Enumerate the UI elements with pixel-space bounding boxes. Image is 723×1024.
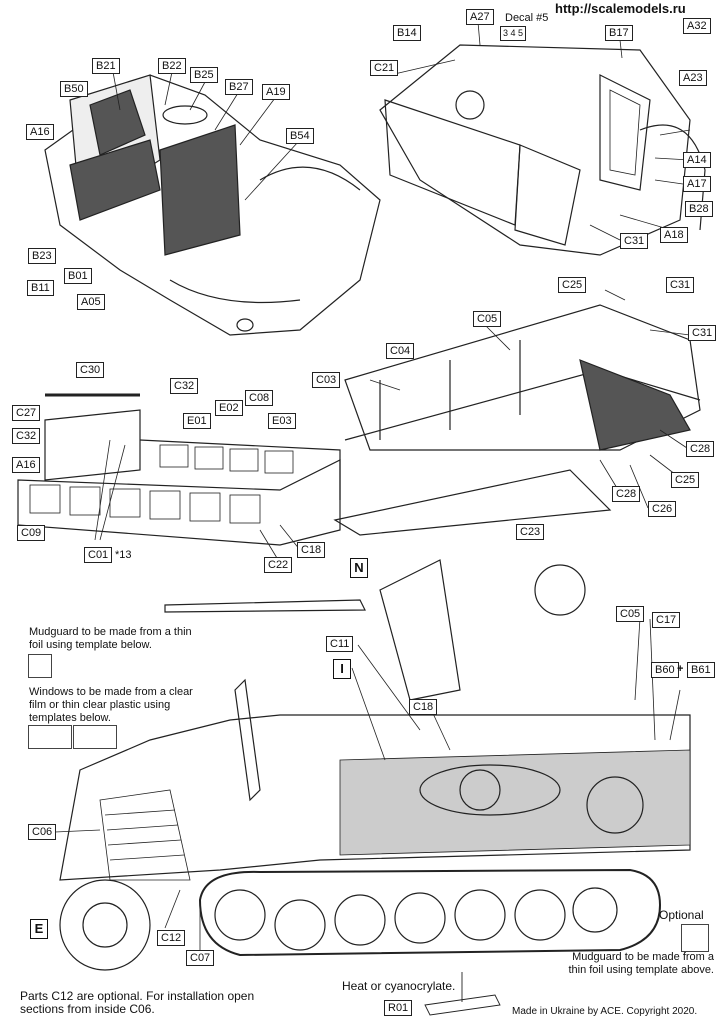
part-label-c23: C23 (516, 524, 545, 540)
windows-note: Windows to be made from a clear film or … (29, 686, 193, 724)
part-label-b21: B21 (92, 58, 120, 74)
part-label-a16-mid: A16 (12, 457, 40, 473)
part-label-c09: C09 (17, 525, 46, 541)
part-label-c31-top: C31 (666, 277, 695, 293)
vehicle-drawing (59, 559, 691, 971)
part-label-c22: C22 (264, 557, 293, 573)
part-label-a19: A19 (262, 84, 290, 100)
part-label-a18: A18 (660, 227, 688, 243)
part-label-b23: B23 (28, 248, 56, 264)
decal-codes: 3 4 5 (500, 26, 527, 41)
part-label-c31-mid: C31 (688, 325, 717, 341)
c01-quantity: *13 (115, 549, 132, 561)
part-label-b54: B54 (286, 128, 314, 144)
part-label-c17: C17 (652, 612, 681, 628)
part-label-c03: C03 (312, 372, 341, 388)
callout-n: N (350, 558, 368, 578)
part-label-a05: A05 (77, 294, 105, 310)
callout-e: E (30, 919, 48, 939)
part-label-c28-right: C28 (686, 441, 715, 457)
part-label-c26: C26 (648, 501, 677, 517)
part-label-b50: B50 (60, 81, 88, 97)
part-label-c01: C01 (84, 547, 113, 563)
part-label-c30: C30 (76, 362, 105, 378)
part-label-c04: C04 (386, 343, 415, 359)
window-template-left (28, 725, 72, 749)
mudguard-template-bottom (681, 924, 709, 952)
part-label-b25: B25 (190, 67, 218, 83)
part-label-c12: C12 (157, 930, 186, 946)
r01-drawing (424, 972, 501, 1016)
part-label-e02: E02 (215, 400, 243, 416)
part-label-b60: B60 (651, 662, 679, 678)
c12-optional-note: Parts C12 are optional. For installation… (20, 989, 255, 1016)
part-label-a27: A27 (466, 9, 494, 25)
part-label-e03: E03 (268, 413, 296, 429)
part-label-c27: C27 (12, 405, 41, 421)
part-label-a23: A23 (679, 70, 707, 86)
callout-i: I (333, 659, 351, 679)
part-label-c06: C06 (28, 824, 57, 840)
part-label-c32-top: C32 (170, 378, 199, 394)
part-label-b11: B11 (27, 280, 54, 296)
part-label-c25-top: C25 (558, 277, 587, 293)
part-label-c28-bottom: C28 (612, 486, 641, 502)
mudguard-note-bottom: Mudguard to be made from a thin foil usi… (568, 951, 714, 976)
mudguard-note-top: Mudguard to be made from a thin foil usi… (29, 626, 192, 651)
copyright-note: Made in Ukraine by ACE. Copyright 2020. (512, 1006, 698, 1017)
part-label-c05-top: C05 (473, 311, 502, 327)
part-label-e01: E01 (183, 413, 211, 429)
part-label-c07: C07 (186, 950, 215, 966)
part-label-b27: B27 (225, 79, 253, 95)
decal-title: Decal #5 (505, 12, 549, 24)
bed-frame-drawing (333, 304, 701, 536)
part-label-c18-mid: C18 (297, 542, 326, 558)
part-label-a14: A14 (683, 152, 711, 168)
optional-label: Optional (659, 908, 704, 922)
part-label-b22: B22 (158, 58, 186, 74)
part-label-b28: B28 (685, 201, 713, 217)
part-label-c21: C21 (370, 60, 399, 76)
part-label-a16-top: A16 (26, 124, 54, 140)
mudguard-template-top (28, 654, 52, 678)
part-label-b14: B14 (393, 25, 421, 41)
cab-interior-drawing (44, 74, 381, 336)
part-label-c31: C31 (620, 233, 649, 249)
glue-note: Heat or cyanocrylate. (342, 979, 456, 993)
leader-lines (54, 21, 691, 950)
part-label-b61: B61 (687, 662, 715, 678)
part-label-b01: B01 (64, 268, 92, 284)
window-template-right (73, 725, 117, 749)
part-label-c18-bottom: C18 (409, 699, 438, 715)
part-label-a32: A32 (683, 18, 711, 34)
part-label-c32-left: C32 (12, 428, 41, 444)
part-label-c05-bottom: C05 (616, 606, 645, 622)
part-label-a17: A17 (683, 176, 711, 192)
plus-sign: + (677, 663, 684, 675)
part-label-b17: B17 (605, 25, 633, 41)
hood-drawing (379, 44, 706, 256)
part-label-c08: C08 (245, 390, 274, 406)
part-label-c25-right: C25 (671, 472, 700, 488)
part-label-r01: R01 (384, 1000, 413, 1016)
part-label-c11: C11 (326, 636, 354, 652)
watermark-url: http://scalemodels.ru (555, 1, 686, 16)
